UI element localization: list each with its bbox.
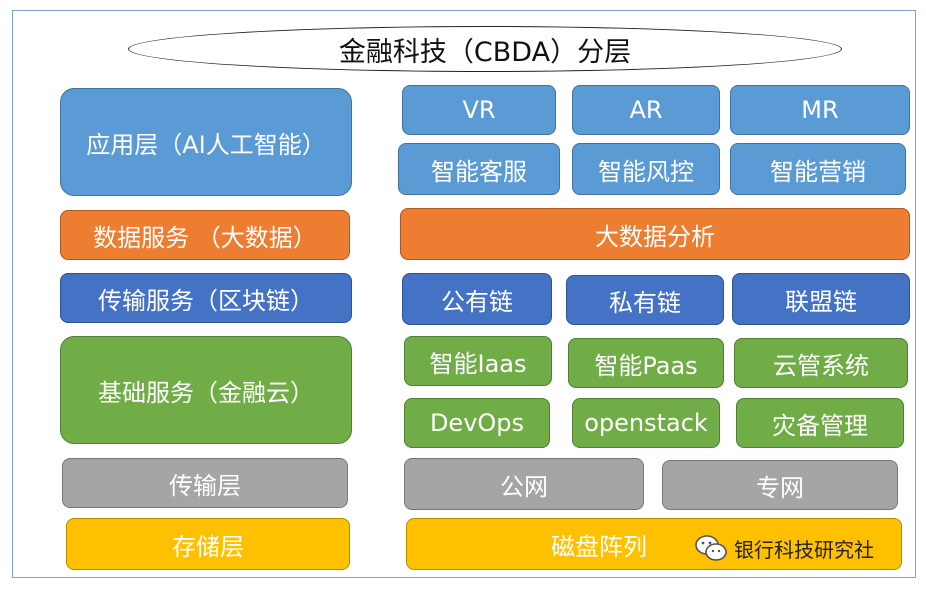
box-big-data-analysis: 大数据分析 [400, 208, 910, 260]
box-ar: AR [572, 85, 720, 135]
box-customer-service: 智能客服 [398, 143, 560, 195]
layer-data: 数据服务 （大数据） [60, 210, 350, 260]
box-marketing: 智能营销 [730, 143, 906, 195]
layer-base: 基础服务（金融云） [60, 336, 352, 444]
box-openstack: openstack [572, 398, 720, 448]
box-iaas: 智能Iaas [404, 336, 552, 386]
box-disk-array: 磁盘阵列 [406, 518, 902, 570]
box-private-chain: 私有链 [566, 275, 724, 325]
box-public-chain: 公有链 [402, 273, 552, 325]
box-paas: 智能Paas [568, 338, 724, 388]
box-cloud-mgmt: 云管系统 [734, 338, 908, 388]
diagram-title: 金融科技（CBDA）分层 [128, 26, 842, 72]
layer-app: 应用层（AI人工智能） [60, 88, 352, 196]
box-private-net: 专网 [662, 460, 898, 510]
wechat-icon [695, 535, 727, 561]
box-disaster-mgmt: 灾备管理 [736, 398, 904, 448]
box-consortium-chain: 联盟链 [732, 273, 910, 325]
box-public-net: 公网 [404, 458, 644, 510]
watermark: 银行科技研究社 [694, 530, 874, 566]
box-vr: VR [402, 85, 556, 135]
layer-transport: 传输层 [62, 458, 348, 508]
disk-array-label: 磁盘阵列 [551, 532, 647, 561]
box-risk-control: 智能风控 [572, 143, 720, 195]
box-mr: MR [730, 85, 910, 135]
layer-transport-service: 传输服务（区块链） [60, 273, 352, 323]
layer-storage: 存储层 [66, 518, 350, 570]
watermark-text: 银行科技研究社 [734, 537, 874, 562]
diagram-frame [12, 10, 916, 578]
box-devops: DevOps [404, 398, 550, 448]
